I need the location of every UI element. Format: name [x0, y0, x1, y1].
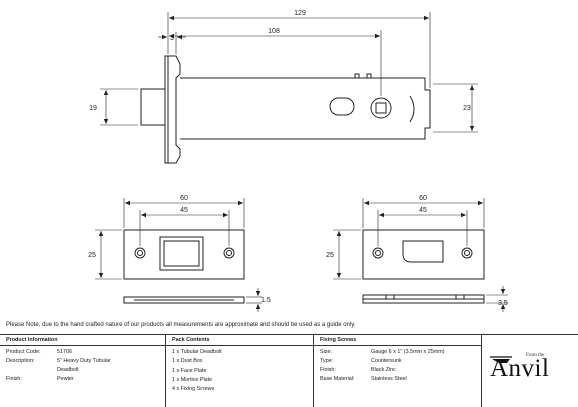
face-plate-edge-view	[123, 296, 245, 304]
face-plate-flange	[164, 55, 181, 164]
dim-mortice-plate-centres: 45	[419, 207, 427, 214]
dim-faceplate-step: 3	[170, 35, 174, 42]
description-label: Description:	[6, 358, 35, 364]
dim-129	[167, 12, 431, 88]
spec-table: Product Information Product Code: 51706 …	[0, 334, 578, 407]
pack-item: 1 x Tubular Deadbolt	[172, 349, 222, 355]
pack-contents-column: Pack Contents 1 x Tubular Deadbolt 1 x D…	[166, 335, 314, 407]
mortice-plate-opening	[402, 240, 444, 263]
finish-label: Finish:	[6, 376, 22, 382]
oval-hole	[329, 97, 355, 116]
screw-size-label: Size:	[320, 349, 332, 355]
logo-wordmark: Anvil	[490, 355, 550, 382]
measurement-note: Please Note, due to the hand crafted nat…	[6, 322, 356, 328]
dim-backset: 108	[268, 28, 280, 35]
bolt-tail	[140, 88, 166, 126]
screw-size-value: Gauge 6 x 1" (3.5mm x 25mm)	[371, 349, 445, 355]
product-information-column: Product Information Product Code: 51706 …	[0, 335, 166, 407]
product-information-heading: Product Information	[0, 335, 165, 346]
dim-tongue-height: 23	[463, 105, 471, 112]
dim-mortice-plate-width: 60	[419, 195, 427, 202]
dim-face-plate-thickness: 1.5	[261, 297, 271, 304]
technical-drawing: 129 108 3 19 23	[88, 10, 508, 312]
logo-column: From the Anvil	[482, 335, 578, 407]
screw-finish-label: Finish:	[320, 367, 336, 373]
mortice-plate-front-view	[362, 229, 485, 280]
dim-23	[433, 83, 478, 133]
anvil-logo-icon	[490, 356, 512, 363]
screw-type-label: Type:	[320, 358, 334, 364]
product-code-label: Product Code:	[6, 349, 41, 355]
dim-mortice-plate-thickness: 3.5	[498, 300, 508, 307]
dim-face-plate-width: 60	[180, 195, 188, 202]
fixing-screws-column: Fixing Screws Size: Gauge 6 x 1" (3.5mm …	[314, 335, 482, 407]
face-plate-front-view	[123, 229, 245, 280]
mortice-plate-screw-right	[461, 247, 473, 259]
logo-small-text: From the	[526, 353, 545, 358]
screw-type-value: Countersunk	[371, 358, 402, 364]
dim-body-height: 19	[89, 105, 97, 112]
dim-3	[158, 32, 186, 54]
deadbolt-side-view	[140, 55, 431, 164]
spindle-square	[375, 102, 387, 114]
dim-19	[100, 88, 138, 126]
pack-item: 1 x Face Plate	[172, 367, 207, 374]
mortice-plate-edge-view	[362, 294, 485, 304]
face-plate-screw-right	[223, 247, 235, 259]
dim-mortice-plate-height: 25	[326, 252, 334, 259]
face-plate-bolt-opening	[159, 236, 204, 271]
pack-item: 1 x Mortice Plate	[172, 376, 213, 383]
dim-face-plate-centres: 45	[180, 207, 188, 214]
pack-contents-heading: Pack Contents	[166, 335, 313, 346]
description-line2: Deadbolt	[57, 367, 79, 373]
screw-finish-value: Black Zinc	[371, 367, 396, 373]
face-plate-screw-left	[134, 247, 146, 259]
dim-108	[169, 30, 382, 96]
base-material-value: Stainless Steel	[371, 376, 407, 382]
dim-overall-length: 129	[294, 10, 306, 17]
deadbolt-body	[180, 77, 431, 140]
base-material-label: Base Material:	[320, 376, 355, 382]
pack-item: 1 x Dust Box	[172, 358, 203, 365]
description-line1: 5" Heavy Duty Tubular	[57, 358, 111, 364]
mortice-plate-screw-left	[372, 247, 384, 259]
finish-value: Pewter	[57, 376, 74, 382]
dim-face-plate-height: 25	[88, 252, 96, 259]
pack-item: 4 x Fixing Screws	[172, 386, 215, 393]
fixing-screws-heading: Fixing Screws	[314, 335, 481, 346]
product-code-value: 51706	[57, 349, 72, 355]
